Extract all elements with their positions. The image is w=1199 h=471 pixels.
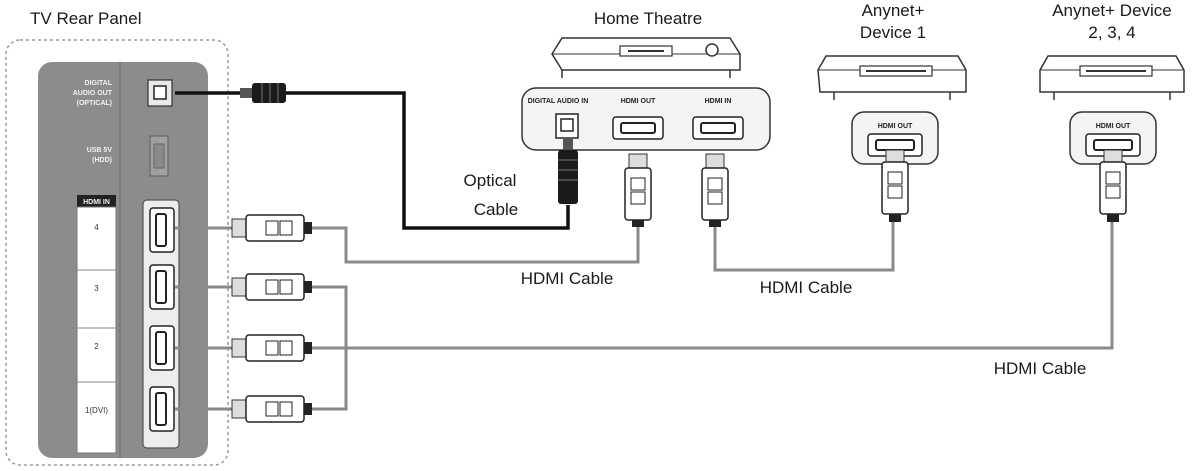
- anynet-device-1-label-line2: Device 1: [860, 23, 926, 42]
- tv-label-audio-out: AUDIO OUT: [73, 90, 113, 97]
- home-theatre-hdmi-in-label: HDMI IN: [705, 98, 732, 105]
- tv-hdmi-port-label-1dvi: 1(DVI): [85, 406, 108, 415]
- hdmi-cable-label-2: HDMI Cable: [760, 278, 853, 297]
- home-theatre-label: Home Theatre: [594, 9, 702, 28]
- tv-hdmi-in-header-text: HDMI IN: [83, 199, 110, 206]
- hdmi-plug-tv1dvi: [231, 395, 312, 423]
- tv-rear-panel-label: TV Rear Panel: [30, 9, 142, 28]
- tv-label-hdd: (HDD): [92, 157, 112, 164]
- anynet-device-234-label-line1: Anynet+ Device: [1052, 1, 1172, 20]
- cables: [175, 91, 1114, 411]
- home-theatre: Home Theatre DIGITAL AUDIO IN HDMI OUT H…: [521, 9, 771, 227]
- tv-side-connectors: [231, 83, 312, 423]
- optical-cable-label-line1: Optical: [464, 171, 517, 190]
- tv-hdmi-port-3: [149, 264, 175, 310]
- hdmi-plug-tv2: [231, 334, 312, 362]
- tv-hdmi-port-strip: [142, 199, 180, 449]
- hdmi-plug-home-theatre-out: [624, 153, 652, 227]
- hdmi-cable-tv4-to-home-theatre: [312, 226, 640, 264]
- hdmi-cable-label-1: HDMI Cable: [521, 269, 614, 288]
- optical-plug-tv: [240, 83, 286, 103]
- tv-hdmi-port-label-2: 2: [94, 342, 99, 351]
- hdmi-plug-tv4: [231, 214, 312, 242]
- tv-hdmi-port-2: [149, 325, 175, 371]
- hdmi-cable-label-3: HDMI Cable: [994, 359, 1087, 378]
- tv-hdmi-port-1dvi: [149, 386, 175, 432]
- anynet-device-1-label-line1: Anynet+: [862, 1, 925, 20]
- tv-hdmi-port-label-4: 4: [94, 223, 99, 232]
- optical-plug-home-theatre: [558, 138, 578, 204]
- optical-cable: [285, 91, 570, 230]
- tv-panel-dashed-outline: [5, 39, 229, 466]
- home-theatre-hdmi-out-label: HDMI OUT: [621, 98, 656, 105]
- tv-hdmi-port-4: [149, 207, 175, 253]
- hdmi-plug-device1: [881, 149, 909, 222]
- home-theatre-power-icon: [705, 43, 719, 57]
- anynet-device-1: Anynet+ Device 1 HDMI OUT: [817, 1, 967, 222]
- tv-panel-body: [38, 62, 208, 458]
- tv-label-digital: DIGITAL: [85, 80, 113, 87]
- tv-label-optical: (OPTICAL): [77, 100, 112, 107]
- optical-cable-label-line2: Cable: [474, 200, 518, 219]
- tv-label-usb: USB 5V: [87, 147, 113, 154]
- hdmi-plug-home-theatre-in: [701, 153, 729, 227]
- hdmi-plug-tv3: [231, 273, 312, 301]
- anynet-device-234: Anynet+ Device 2, 3, 4 HDMI OUT: [1039, 1, 1185, 222]
- tv-rear-panel: DIGITAL AUDIO OUT (OPTICAL) USB 5V (HDD)…: [5, 9, 229, 466]
- cable-labels: Optical Cable HDMI Cable HDMI Cable HDMI…: [464, 171, 1087, 378]
- anynet-device-234-label-line2: 2, 3, 4: [1088, 23, 1135, 42]
- tv-hdmi-in-header: [77, 195, 116, 207]
- anynet-device-1-hdmi-out-label: HDMI OUT: [878, 123, 913, 130]
- tv-hdmi-port-label-3: 3: [94, 284, 99, 293]
- hdmi-cable-home-theatre-to-device1: [713, 222, 895, 272]
- hdmi-plug-device234: [1099, 149, 1127, 222]
- anynet-device-234-hdmi-out-label: HDMI OUT: [1096, 123, 1131, 130]
- home-theatre-digital-audio-in-label: DIGITAL AUDIO IN: [528, 98, 589, 105]
- hdmi-cable-tv2-to-device234: [312, 222, 1114, 350]
